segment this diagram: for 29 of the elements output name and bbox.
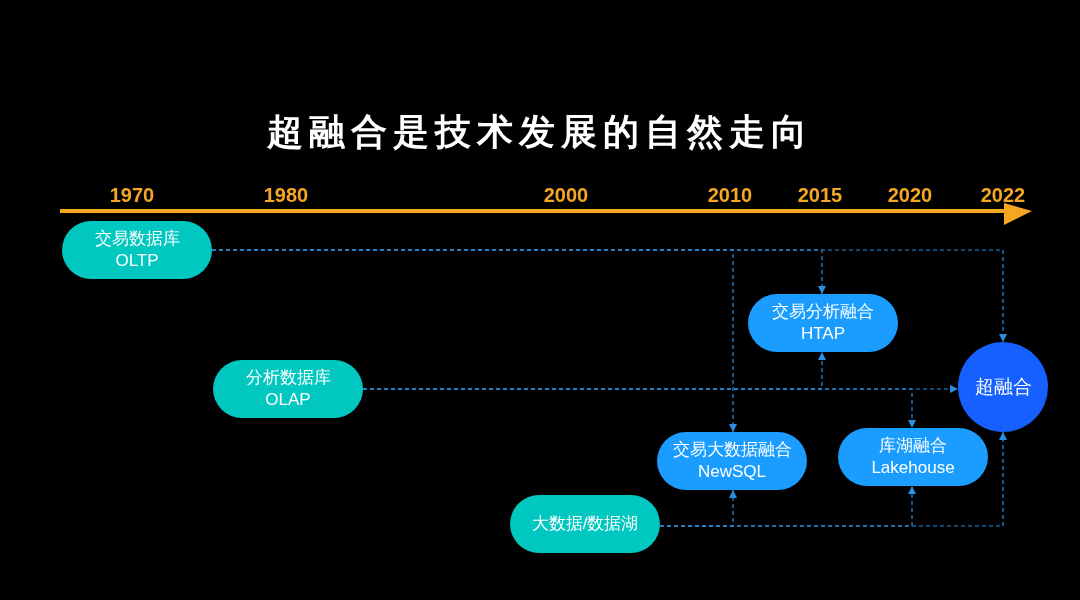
box-label: 大数据/数据湖: [531, 513, 639, 535]
box-label: Lakehouse: [871, 457, 955, 479]
box-label: HTAP: [800, 323, 846, 345]
rounded-box: [657, 432, 807, 490]
box-label: 交易数据库: [94, 228, 180, 250]
box-label: 交易分析融合: [772, 301, 874, 323]
rounded-box: [510, 495, 660, 553]
year-label: 2022: [980, 184, 1026, 207]
box-label: NewSQL: [698, 461, 766, 483]
year-label: 2015: [797, 184, 843, 207]
year-label: 2000: [543, 184, 589, 207]
box-label: 分析数据库: [245, 367, 331, 389]
rounded-box: [62, 221, 212, 279]
box-label: 库湖融合: [879, 435, 947, 457]
year-label: 1980: [263, 184, 309, 207]
rounded-box: [838, 428, 988, 486]
box-label: OLAP: [265, 389, 311, 411]
box-label: 超融合: [974, 376, 1032, 398]
title: 超融合是技术发展的自然走向: [266, 110, 814, 154]
dashed-arrow: [659, 431, 1008, 527]
box-label: OLTP: [115, 250, 159, 272]
dashed-arrow: [362, 388, 917, 429]
dashed-arrow: [211, 249, 1008, 343]
year-label: 1970: [109, 184, 155, 207]
year-label: 2020: [887, 184, 933, 207]
box-label: 交易大数据融合: [672, 439, 792, 461]
rounded-box: [213, 360, 363, 418]
rounded-box: [748, 294, 898, 352]
year-label: 2010: [707, 184, 753, 207]
